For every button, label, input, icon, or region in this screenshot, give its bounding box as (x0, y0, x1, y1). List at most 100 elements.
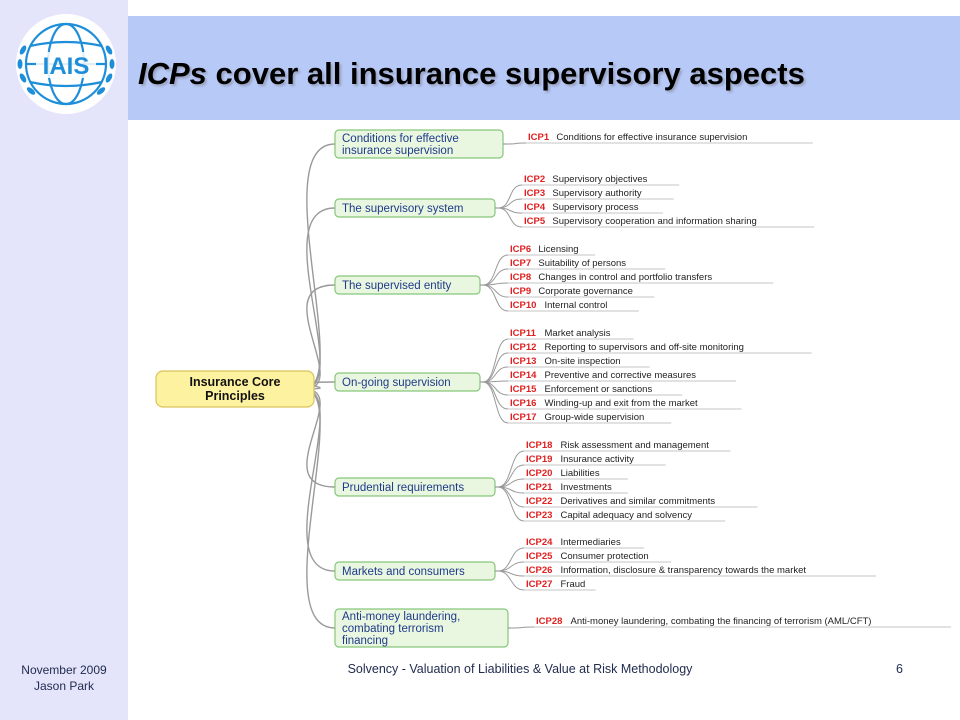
icp-code: ICP1 (528, 132, 550, 143)
icp-text: Liabilities (561, 468, 600, 479)
leaf-connector (505, 142, 527, 145)
icp-code: ICP16 (510, 398, 536, 409)
icp-text: On-site inspection (545, 356, 621, 367)
icp-text: Corporate governance (538, 286, 633, 297)
icp-code: ICP2 (524, 174, 545, 185)
branch-label: On-going supervision (342, 377, 451, 389)
icp-code: ICP22 (526, 496, 552, 507)
root-node (155, 370, 315, 408)
leaf-connector (482, 254, 509, 286)
icp-code: ICP26 (526, 565, 552, 576)
icp-text: Market analysis (545, 328, 611, 339)
icp-code: ICP25 (526, 551, 553, 562)
root-connector (303, 388, 336, 572)
leaf-connector (510, 626, 535, 629)
branch-label: combating terrorism (342, 623, 444, 635)
footer-subject: Solvency - Valuation of Liabilities & Va… (347, 662, 693, 676)
icp-code: ICP24 (526, 537, 553, 548)
branch-label: Markets and consumers (342, 566, 465, 578)
leaf-connector (497, 570, 525, 591)
icp-text: Suitability of persons (538, 258, 626, 269)
root-label: Insurance Core (189, 375, 280, 389)
icp-code: ICP13 (510, 356, 536, 367)
icp-text: Capital adequacy and solvency (561, 510, 693, 521)
icp-code: ICP4 (524, 202, 546, 213)
leaf-connector (497, 561, 525, 572)
icp-text: Supervisory objectives (552, 174, 647, 185)
logo-text: IAIS (43, 53, 90, 80)
leaf-connector (482, 381, 509, 396)
icp-code: ICP11 (510, 328, 537, 339)
footer-author: Jason Park (33, 679, 95, 693)
icp-code: ICP5 (524, 216, 546, 227)
leaf-connector (497, 184, 523, 209)
icp-text: Internal control (545, 300, 608, 311)
icp-text: Preventive and corrective measures (545, 370, 697, 381)
icp-code: ICP15 (510, 384, 537, 395)
leaf-connector (497, 486, 525, 522)
leaf-connector (482, 284, 509, 298)
icp-code: ICP7 (510, 258, 531, 269)
icp-code: ICP19 (526, 454, 552, 465)
leaf-connector (482, 381, 509, 410)
icp-code: ICP9 (510, 286, 531, 297)
icp-text: Fraud (561, 579, 586, 590)
leaf-connector (497, 547, 525, 572)
icp-code: ICP10 (510, 300, 536, 311)
icp-text: Investments (561, 482, 612, 493)
icp-code: ICP3 (524, 188, 545, 199)
root-label: Principles (205, 389, 265, 403)
icp-text: Anti-money laundering, combating the fin… (571, 616, 872, 627)
leaf-connector (482, 381, 509, 424)
root-connector (303, 207, 336, 390)
root-connector (303, 284, 336, 390)
footer-date: November 2009 (21, 663, 107, 677)
iais-logo: IAIS (16, 14, 116, 114)
icp-text: Reporting to supervisors and off-site mo… (545, 342, 744, 353)
icp-code: ICP18 (526, 440, 552, 451)
icp-text: Conditions for effective insurance super… (556, 132, 747, 143)
branch-label: The supervised entity (342, 280, 452, 292)
left-sidebar (0, 0, 128, 720)
icp-text: Derivatives and similar commitments (561, 496, 716, 507)
branch-label: Prudential requirements (342, 482, 464, 494)
icp-code: ICP12 (510, 342, 536, 353)
icp-text: Changes in control and portfolio transfe… (538, 272, 712, 283)
icp-text: Licensing (538, 244, 578, 255)
icp-code: ICP17 (510, 412, 536, 423)
icp-text: Winding-up and exit from the market (545, 398, 698, 409)
icp-code: ICP14 (510, 370, 537, 381)
branch-label: Conditions for effective (342, 133, 459, 145)
title-bar (128, 16, 960, 120)
icp-text: Information, disclosure & transparency t… (561, 565, 807, 576)
branch-label: Anti-money laundering, (342, 611, 460, 623)
icp-text: Group-wide supervision (545, 412, 645, 423)
leaf-connector (497, 198, 523, 209)
icp-text: Supervisory cooperation and information … (552, 216, 756, 227)
title-rest: cover all insurance supervisory aspects (215, 56, 805, 91)
icp-text: Enforcement or sanctions (545, 384, 653, 395)
icp-text: Consumer protection (561, 551, 649, 562)
icp-code: ICP20 (526, 468, 552, 479)
footer-left: November 2009 Jason Park (0, 662, 128, 694)
page-number: 6 (896, 662, 903, 676)
branch-label: insurance supervision (342, 145, 453, 157)
leaf-connector (497, 450, 525, 488)
icp-code: ICP6 (510, 244, 531, 255)
leaf-connector (497, 207, 523, 228)
icp-text: Supervisory authority (552, 188, 641, 199)
leaf-connector (482, 352, 509, 383)
icp-code: ICP23 (526, 510, 552, 521)
slide-title: ICPs cover all insurance supervisory asp… (138, 56, 805, 92)
icp-text: Supervisory process (552, 202, 638, 213)
root-connector (303, 143, 336, 390)
icp-text: Risk assessment and management (561, 440, 710, 451)
leaf-connector (482, 338, 509, 383)
icp-code: ICP27 (526, 579, 552, 590)
branch-label: The supervisory system (342, 203, 463, 215)
icp-code: ICP21 (526, 482, 553, 493)
root-connector (303, 388, 336, 629)
icp-text: Insurance activity (561, 454, 635, 465)
leaf-connector (482, 284, 509, 312)
